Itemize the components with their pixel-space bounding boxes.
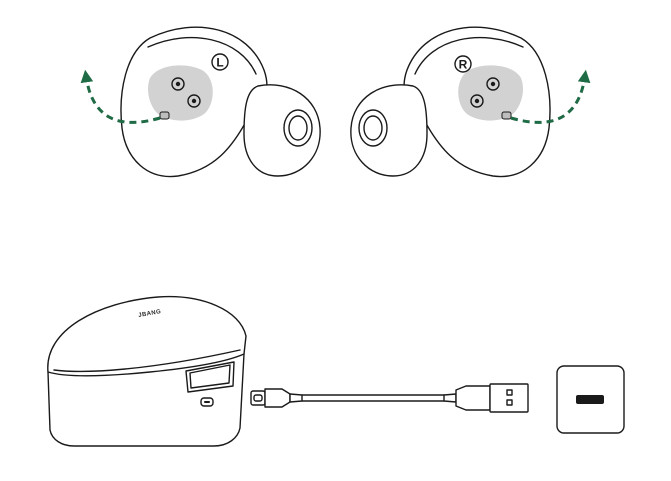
left-earbud: L: [120, 26, 321, 178]
right-marker-label: R: [459, 58, 468, 72]
right-earbud: R: [350, 26, 551, 178]
usb-c-port-icon: [200, 397, 214, 407]
usb-a-plug-icon: [489, 383, 529, 413]
charging-case: JBANG: [47, 295, 247, 447]
rotation-arrow-icon: [510, 69, 591, 124]
right-ear-tip: [350, 84, 428, 177]
rotation-arrow-icon: [80, 69, 161, 124]
left-marker-badge: L: [211, 53, 229, 71]
case-brand-logo: JBANG: [138, 309, 162, 319]
right-sensor-pad: [458, 65, 523, 121]
left-sensor-pad: [148, 65, 213, 121]
right-marker-badge: R: [454, 55, 472, 73]
usb-cable: [250, 383, 529, 413]
left-marker-label: L: [216, 56, 223, 70]
case-brand-text: JBANG: [138, 309, 162, 319]
left-ear-tip: [243, 84, 321, 177]
power-adapter-icon: [556, 365, 625, 434]
